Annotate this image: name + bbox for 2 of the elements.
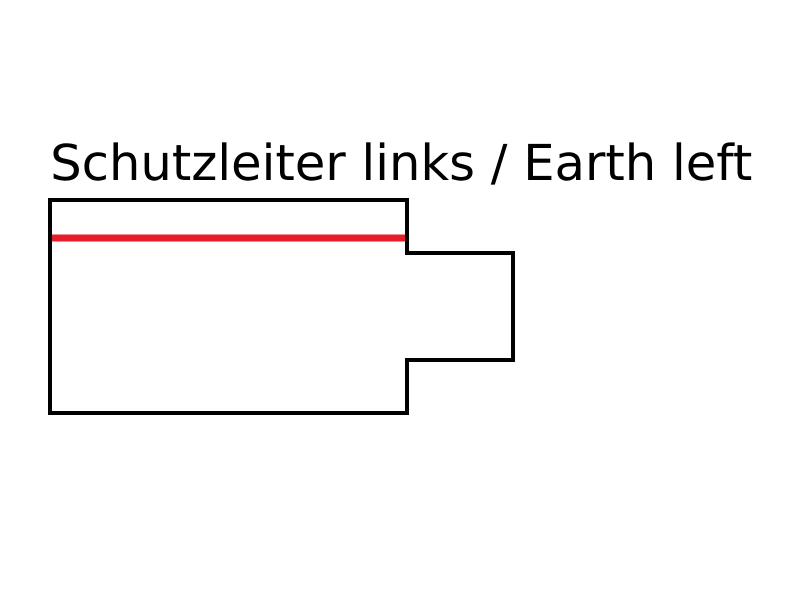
connector-outline-drawing: [48, 198, 515, 415]
title: Schutzleiter links / Earth left: [53, 142, 752, 185]
